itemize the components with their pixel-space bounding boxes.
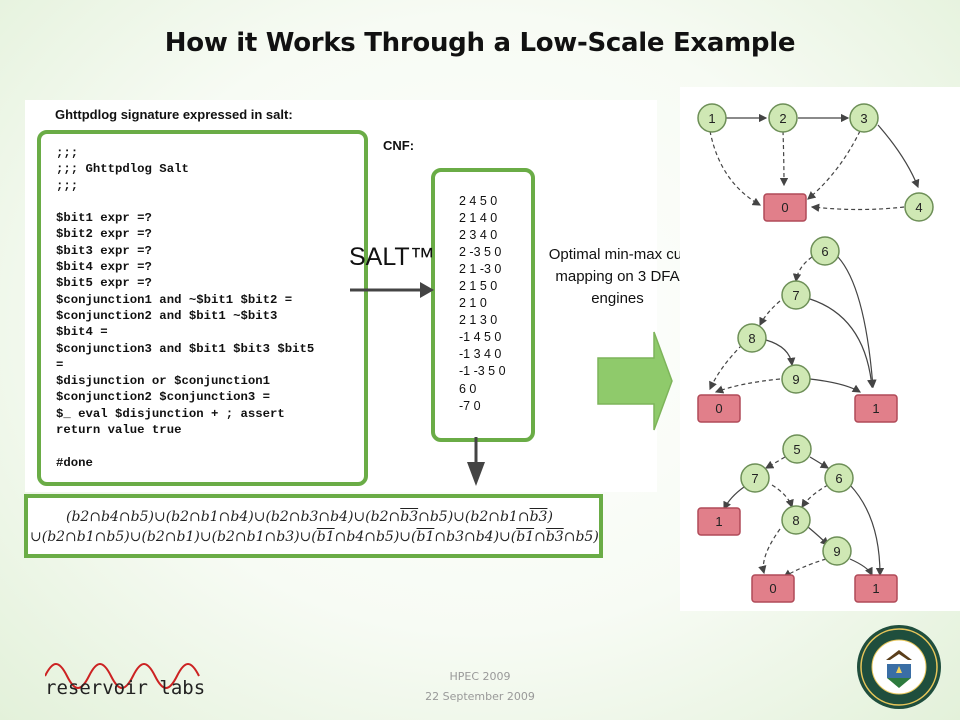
svg-text:0: 0 xyxy=(769,581,776,596)
svg-text:6: 6 xyxy=(835,471,842,486)
expression-segment: (b2∩b4∩b5)∪(b2∩b1∩b4)∪(b2∩b3∩b4)∪(b2∩ xyxy=(66,509,401,525)
expression-segment: ∪(b2∩b1∩b5)∪(b2∩b1)∪(b2∩b1∩b3)∪( xyxy=(30,529,317,545)
dfa-node: 7 xyxy=(781,280,811,310)
dfa-terminal-node: 1 xyxy=(697,507,741,536)
cnf-clause-list: 2 4 5 0 2 1 4 0 2 3 4 0 2 -3 5 0 2 1 -3 … xyxy=(459,193,506,415)
cnf-clause: -1 4 5 0 xyxy=(459,330,502,345)
svg-text:0: 0 xyxy=(781,200,788,215)
svg-text:1: 1 xyxy=(872,581,879,596)
dfa-terminal-node: 0 xyxy=(763,193,807,222)
cnf-box xyxy=(431,168,535,442)
svg-text:7: 7 xyxy=(792,288,799,303)
dfa-node: 8 xyxy=(781,505,811,535)
dfa-terminal-node: 0 xyxy=(697,394,741,423)
department-of-energy-seal xyxy=(857,625,941,709)
logo-text: reservoir labs xyxy=(45,677,205,699)
svg-text:1: 1 xyxy=(708,111,715,126)
mapping-description: Optimal min-max cut mapping on 3 DFA eng… xyxy=(548,246,687,307)
negated-term: b1 xyxy=(416,529,435,545)
reservoir-labs-logo: reservoir labs xyxy=(45,663,205,699)
cnf-clause: 6 0 xyxy=(459,381,477,396)
svg-text:9: 9 xyxy=(792,372,799,387)
svg-text:1: 1 xyxy=(872,401,879,416)
negated-term: b1 xyxy=(316,529,335,545)
svg-text:6: 6 xyxy=(821,244,828,259)
dfa-node: 1 xyxy=(697,103,727,133)
cnf-clause: 2 1 -3 0 xyxy=(459,262,502,277)
cnf-clause: 2 1 4 0 xyxy=(459,211,498,226)
negated-term: b3 xyxy=(529,509,548,525)
negated-term: b3 xyxy=(400,509,419,525)
expression-segment: ∩b3∩b4)∪( xyxy=(434,529,517,545)
footer-event: HPEC 2009 xyxy=(449,670,511,683)
expression-segment: ∩ xyxy=(534,529,546,545)
cnf-clause: 2 4 5 0 xyxy=(459,194,498,208)
svg-text:0: 0 xyxy=(715,401,722,416)
svg-text:2: 2 xyxy=(779,111,786,126)
dfa-graph-3: 5 7 6 8 9 1 0 xyxy=(697,434,898,603)
cnf-clause: -1 -3 5 0 xyxy=(459,364,506,379)
salt-code: ;;; ;;; Ghttpdlog Salt ;;; $bit1 expr =?… xyxy=(56,146,315,470)
negated-term: b1 xyxy=(516,529,535,545)
slide-title: How it Works Through a Low-Scale Example xyxy=(164,28,796,58)
dfa-terminal-node: 1 xyxy=(854,394,898,423)
svg-text:8: 8 xyxy=(792,513,799,528)
dfa-node: 4 xyxy=(904,192,934,222)
dfa-node: 5 xyxy=(782,434,812,464)
mapping-arrow xyxy=(597,331,673,431)
expression-line-2: ∪(b2∩b1∩b5)∪(b2∩b1)∪(b2∩b1∩b3)∪(b1∩b4∩b5… xyxy=(30,529,599,545)
expression-box xyxy=(24,494,603,558)
dfa-node: 6 xyxy=(824,463,854,493)
cnf-clause: 2 1 3 0 xyxy=(459,313,498,328)
cnf-clause: 2 1 0 xyxy=(459,296,487,311)
dfa-graphs: 1 2 3 4 0 xyxy=(697,103,934,603)
cnf-to-expression-arrow xyxy=(467,437,485,486)
salt-heading: Ghttpdlog signature expressed in salt: xyxy=(55,107,293,122)
dfa-graph-2: 6 7 8 9 0 1 xyxy=(697,236,898,423)
salt-code-box xyxy=(37,130,368,486)
svg-text:9: 9 xyxy=(833,544,840,559)
expression-line-1: (b2∩b4∩b5)∪(b2∩b1∩b4)∪(b2∩b3∩b4)∪(b2∩b3∩… xyxy=(66,509,553,525)
dfa-node: 3 xyxy=(849,103,879,133)
dfa-node: 2 xyxy=(768,103,798,133)
cnf-label: CNF: xyxy=(383,138,415,153)
dfa-node: 8 xyxy=(737,323,767,353)
svg-text:5: 5 xyxy=(793,442,800,457)
expression-segment: ∩b5) xyxy=(563,529,599,545)
salt-to-cnf-arrow xyxy=(350,282,434,298)
cnf-clause: -1 3 4 0 xyxy=(459,347,502,362)
svg-text:8: 8 xyxy=(748,331,755,346)
expression-segment: ∩b5)∪(b2∩b1∩ xyxy=(418,509,530,525)
cnf-clause: -7 0 xyxy=(459,398,481,413)
cnf-clause: 2 -3 5 0 xyxy=(459,245,502,260)
svg-text:3: 3 xyxy=(860,111,867,126)
expression-segment: ∩b4∩b5)∪( xyxy=(334,529,417,545)
dfa-node: 9 xyxy=(781,364,811,394)
svg-text:4: 4 xyxy=(915,200,922,215)
dfa-node: 7 xyxy=(740,463,770,493)
expression-segment: ) xyxy=(547,509,553,525)
dfa-graph-1: 1 2 3 4 0 xyxy=(697,103,934,222)
negated-term: b3 xyxy=(545,529,564,545)
salt-transform-label: SALT™ xyxy=(349,243,435,271)
dfa-node: 9 xyxy=(822,536,852,566)
footer-date: 22 September 2009 xyxy=(425,690,535,703)
dfa-node: 6 xyxy=(810,236,840,266)
svg-text:1: 1 xyxy=(715,514,722,529)
cnf-clause: 2 1 5 0 xyxy=(459,279,498,294)
dfa-graphs-panel: 1 2 3 4 0 xyxy=(680,87,960,611)
dfa-terminal-node: 0 xyxy=(751,574,795,603)
cnf-clause: 2 3 4 0 xyxy=(459,228,498,243)
svg-text:7: 7 xyxy=(751,471,758,486)
dfa-terminal-node: 1 xyxy=(854,574,898,603)
